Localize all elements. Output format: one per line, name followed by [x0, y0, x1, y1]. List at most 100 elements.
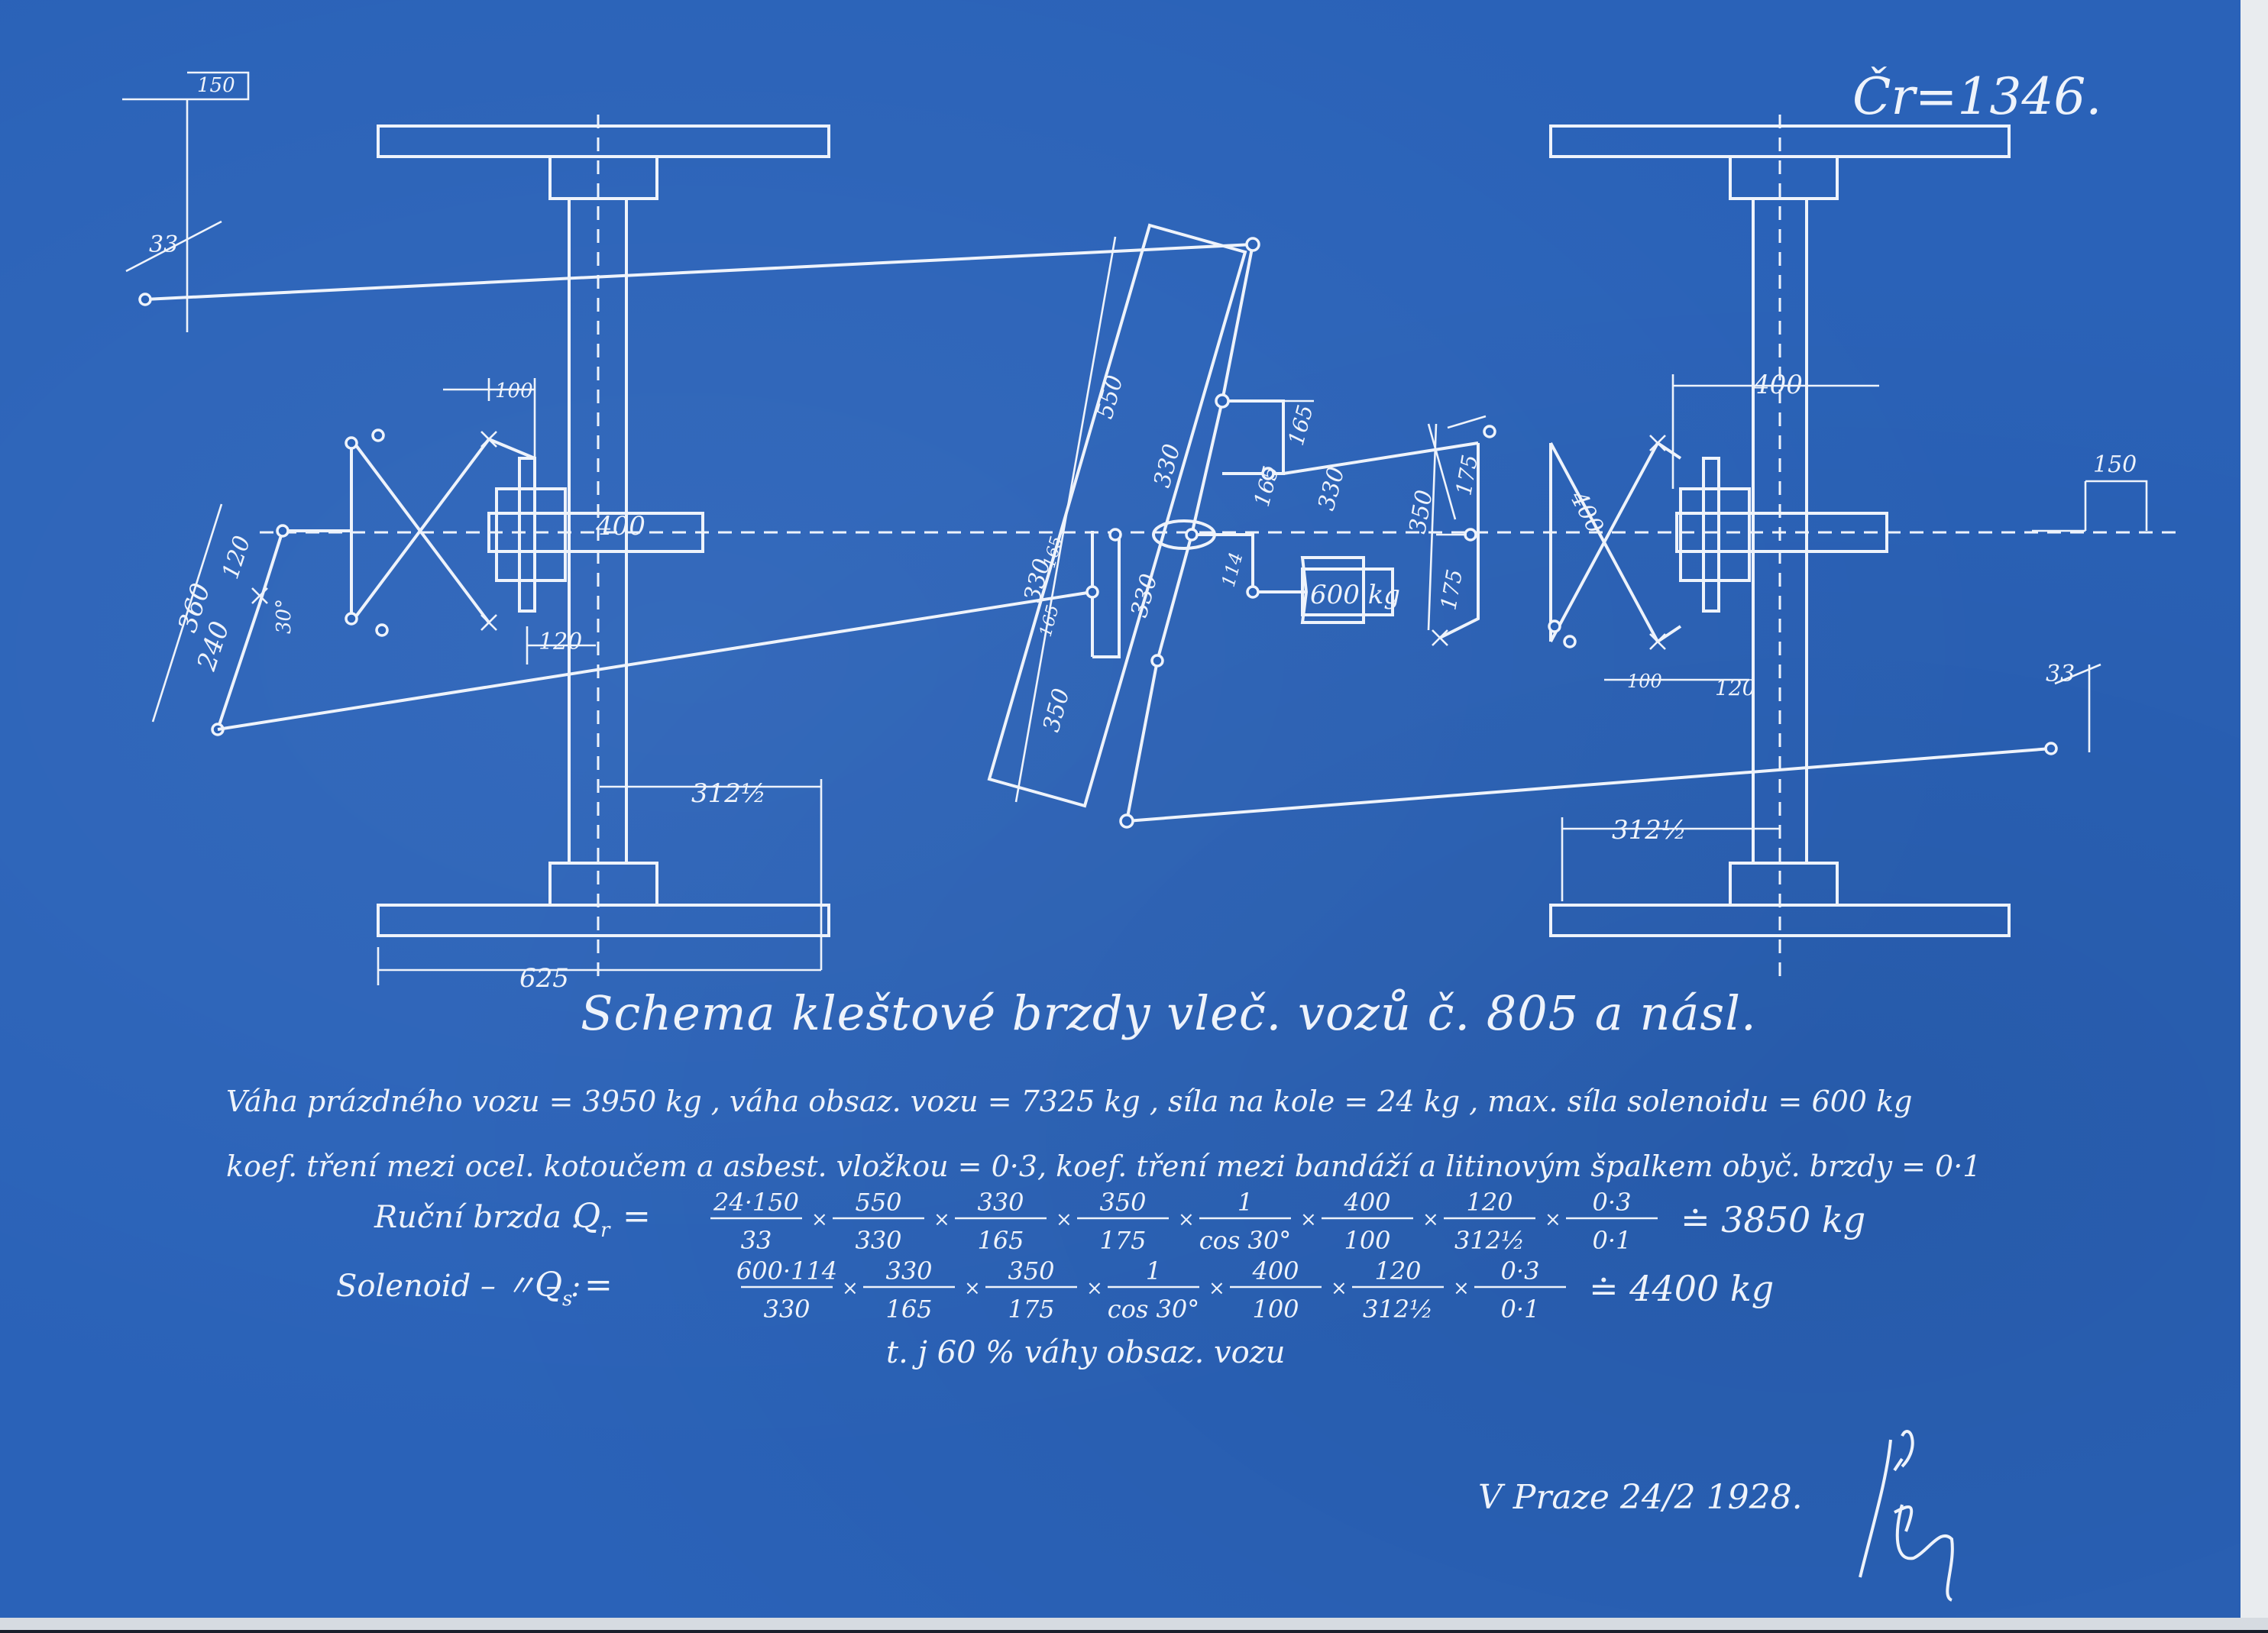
- fraction-numerator: 1: [1238, 1188, 1253, 1217]
- bottom-rod: [1126, 747, 2052, 823]
- left-top-hub: [548, 157, 658, 200]
- fraction-numerator: 0·3: [1593, 1188, 1632, 1217]
- paper-edge-bottom: [0, 1618, 2268, 1630]
- fraction-numerator: 24·150: [713, 1188, 799, 1217]
- fraction-denominator: 0·1: [1593, 1226, 1632, 1255]
- formula-eq: =: [623, 1197, 651, 1236]
- fraction-numerator: 400: [1343, 1188, 1390, 1217]
- formula-label: Solenoid – 〃 – :: [336, 1269, 581, 1304]
- fraction-denominator: 33: [741, 1226, 772, 1255]
- formula-result: ≐ 4400 kg: [1589, 1268, 1774, 1309]
- times-sign: ×: [1453, 1277, 1470, 1300]
- fraction-numerator: 350: [1099, 1188, 1146, 1217]
- times-sign: ×: [811, 1208, 828, 1231]
- solenoid: 600 kg: [1301, 568, 1400, 616]
- dim-120-link: 120: [217, 532, 256, 582]
- fraction-numerator: 350: [1008, 1256, 1054, 1285]
- place-date: V Praze 24/2 1928.: [1478, 1478, 1803, 1517]
- fraction-numerator: 120: [1374, 1256, 1421, 1285]
- fraction-denominator: 165: [977, 1226, 1024, 1255]
- times-sign: ×: [1178, 1208, 1195, 1231]
- dim-33-left: 33: [149, 231, 178, 258]
- formula-lhs: Q: [573, 1197, 600, 1236]
- upper-rod: [144, 243, 1254, 301]
- fraction-denominator: 312½: [1454, 1226, 1525, 1255]
- note-friction: koef. tření mezi ocel. kotoučem a asbest…: [226, 1150, 1982, 1183]
- right-axle: [1549, 115, 2011, 985]
- formula-result: ≐ 3850 kg: [1681, 1199, 1865, 1240]
- left-axle-shaft: [568, 199, 628, 863]
- times-sign: ×: [1331, 1277, 1348, 1300]
- times-sign: ×: [1056, 1208, 1073, 1231]
- right-bottom-wheel: [1549, 904, 2011, 937]
- drawing-number: Čr=1346.: [1852, 67, 2102, 126]
- dim-33-right: 33: [2046, 661, 2075, 687]
- fraction-numerator: 0·3: [1501, 1256, 1540, 1285]
- times-sign: ×: [1300, 1208, 1317, 1231]
- dim-165-a: 165: [1283, 403, 1318, 448]
- fraction-numerator: 330: [885, 1256, 932, 1285]
- times-sign: ×: [1545, 1208, 1561, 1231]
- left-bottom-hub: [548, 862, 658, 907]
- times-sign: ×: [1422, 1208, 1439, 1231]
- drawing-title: Schema kleštové brzdy vleč. vozů č. 805 …: [581, 985, 1757, 1041]
- fraction-numerator: 600·114: [736, 1256, 837, 1285]
- dim-150-left: 150: [197, 74, 235, 97]
- times-sign: ×: [964, 1277, 981, 1300]
- dimension-lines: [122, 71, 2148, 985]
- dim-400-link-right: 400: [1564, 486, 1608, 538]
- times-sign: ×: [933, 1208, 950, 1231]
- dim-550-top: 550: [1092, 373, 1129, 422]
- fraction-numerator: 550: [855, 1188, 901, 1217]
- dim-330-box: 330: [1313, 464, 1351, 513]
- fraction-denominator: cos 30°: [1199, 1226, 1292, 1255]
- dim-100-right: 100: [1627, 671, 1662, 692]
- fraction-denominator: 175: [1008, 1295, 1054, 1324]
- lower-rod: [217, 590, 1093, 731]
- dim-165-small: 165: [1037, 603, 1063, 639]
- fraction-denominator: 100: [1252, 1295, 1299, 1324]
- left-axle: [377, 115, 830, 985]
- note-weights: Váha prázdného vozu = 3950 kg , váha obs…: [226, 1085, 1913, 1118]
- fraction-denominator: 330: [763, 1295, 810, 1324]
- dim-150-right: 150: [2093, 451, 2137, 478]
- conclusion-note: t. j 60 % váhy obsaz. vozu: [886, 1335, 1286, 1370]
- left-bottom-wheel: [377, 904, 830, 937]
- left-linkage: [211, 428, 535, 736]
- dim-625: 625: [519, 963, 569, 994]
- dim-330-mid: 330: [1149, 441, 1186, 490]
- dim-100-left: 100: [495, 380, 533, 403]
- fraction-numerator: 330: [977, 1188, 1024, 1217]
- fraction-denominator: 165: [885, 1295, 932, 1324]
- times-sign: ×: [842, 1277, 859, 1300]
- times-sign: ×: [1086, 1277, 1103, 1300]
- dim-400-right: 400: [1752, 370, 1803, 400]
- dim-312-left: 312½: [691, 778, 766, 809]
- dim-120-left: 120: [539, 629, 582, 655]
- formula-lhs-sub: r: [600, 1219, 611, 1242]
- right-top-wheel: [1549, 124, 2011, 158]
- left-brake-disc: [487, 512, 704, 553]
- fraction-numerator: 120: [1466, 1188, 1513, 1217]
- dim-175-bottom: 175: [1435, 568, 1467, 612]
- fraction-numerator: 400: [1251, 1256, 1299, 1285]
- signature: [1859, 1430, 1954, 1602]
- fraction-numerator: 1: [1146, 1256, 1161, 1285]
- dim-350-lower: 350: [1038, 686, 1076, 735]
- fraction-denominator: 312½: [1363, 1295, 1433, 1324]
- dim-114: 114: [1218, 550, 1247, 589]
- dim-330-low: 330: [1126, 571, 1163, 620]
- fraction-denominator: cos 30°: [1108, 1295, 1200, 1324]
- times-sign: ×: [1208, 1277, 1225, 1300]
- right-axle-shaft: [1752, 199, 1808, 863]
- formula-lhs: Q: [535, 1266, 562, 1305]
- dim-165-b: 165: [1249, 464, 1284, 509]
- formula-lhs-sub: s: [562, 1288, 572, 1311]
- fraction-denominator: 0·1: [1501, 1295, 1540, 1324]
- fraction-denominator: 100: [1344, 1226, 1390, 1255]
- paper-edge-right: [2240, 0, 2268, 1630]
